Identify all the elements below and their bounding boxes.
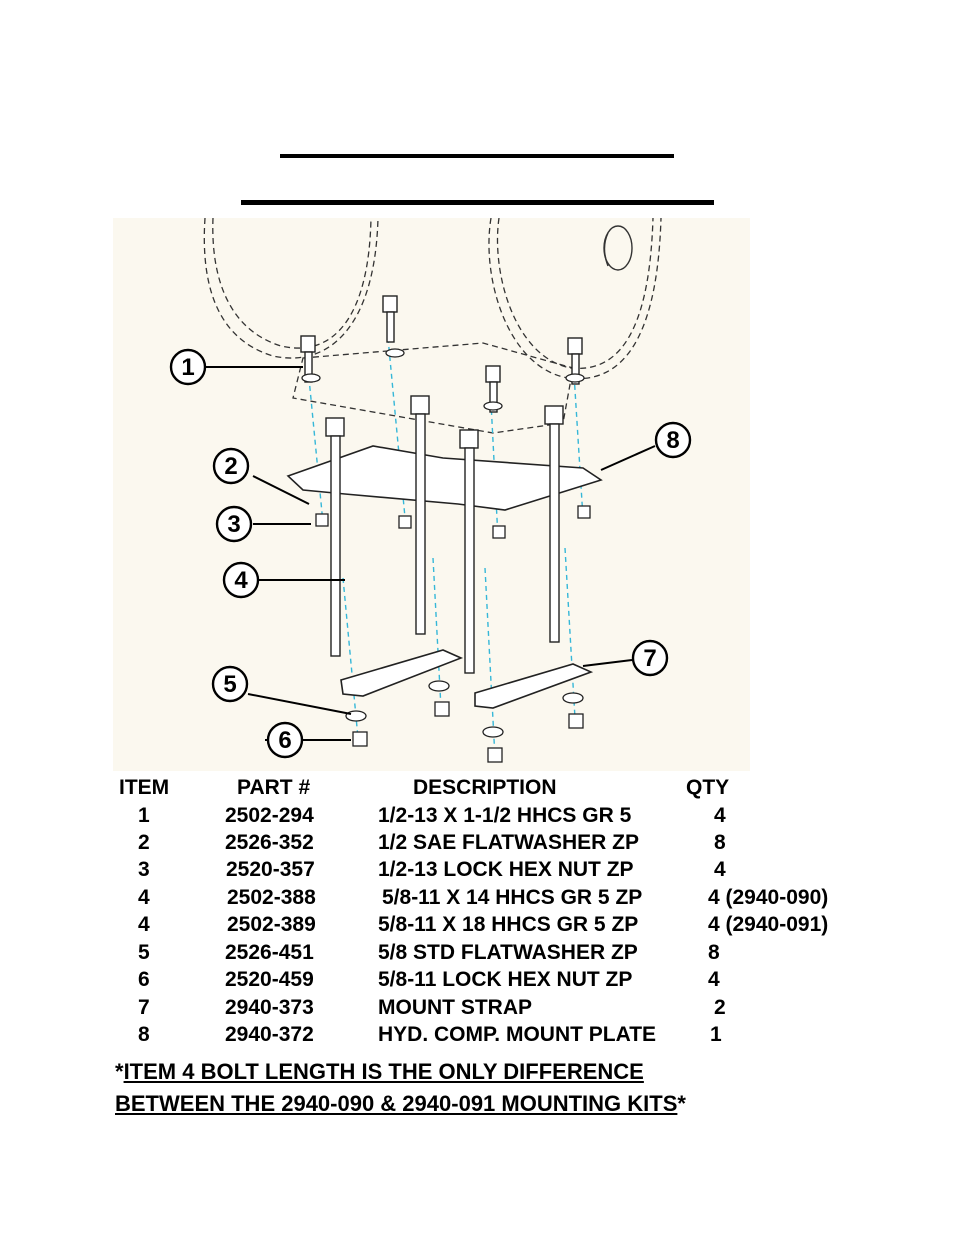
row-4-item: 4 xyxy=(138,886,150,909)
row-2-description: 1/2 SAE FLATWASHER ZP xyxy=(378,831,639,854)
row-1-qty: 4 xyxy=(714,804,726,827)
row-5-qty: 4 (2940-091) xyxy=(708,913,829,936)
row-5-item: 4 xyxy=(138,913,150,936)
valve-knob xyxy=(603,225,633,271)
title-rule-top xyxy=(280,154,674,158)
callout-8-circle xyxy=(654,421,692,459)
row-4-qty: 4 (2940-090) xyxy=(708,886,829,909)
row-9-item: 8 xyxy=(138,1023,150,1046)
row-1-part: 2502-294 xyxy=(225,804,314,827)
callout-5-circle xyxy=(211,665,249,703)
callout-2-circle xyxy=(212,447,250,485)
row-6-description: 5/8 STD FLATWASHER ZP xyxy=(378,941,638,964)
row-2-item: 2 xyxy=(138,831,150,854)
row-4-part: 2502-388 xyxy=(227,886,316,909)
row-7-item: 6 xyxy=(138,968,150,991)
footnote-suffix: * xyxy=(677,1091,686,1116)
washers-nuts xyxy=(301,348,591,763)
callout-8: 8 xyxy=(666,427,679,454)
row-8-item: 7 xyxy=(138,996,150,1019)
row-7-qty: 4 xyxy=(708,968,720,991)
row-9-description: HYD. COMP. MOUNT PLATE xyxy=(378,1023,657,1046)
row-3-description: 1/2-13 LOCK HEX NUT ZP xyxy=(378,858,634,881)
row-2-part: 2526-352 xyxy=(225,831,314,854)
row-7-description: 5/8-11 LOCK HEX NUT ZP xyxy=(378,968,633,991)
alignment-guides xyxy=(307,337,584,759)
row-7-part: 2520-459 xyxy=(225,968,314,991)
callout-7: 7 xyxy=(643,645,656,672)
mount-straps xyxy=(340,649,594,709)
callout-4: 4 xyxy=(234,567,248,594)
long-bolts xyxy=(325,395,564,674)
tank-outline xyxy=(203,218,662,434)
row-8-part: 2940-373 xyxy=(225,996,314,1019)
row-1-item: 1 xyxy=(138,804,150,827)
callout-1: 1 xyxy=(181,354,194,381)
callout-4-circle xyxy=(222,561,260,599)
row-2-qty: 8 xyxy=(714,831,726,854)
row-8-description: MOUNT STRAP xyxy=(378,996,532,1019)
leader-lines xyxy=(206,366,656,741)
callout-6-circle xyxy=(266,721,304,759)
callout-7-circle xyxy=(631,639,669,677)
title-rule-bottom xyxy=(241,200,714,205)
row-3-part: 2520-357 xyxy=(226,858,315,881)
callout-6: 6 xyxy=(278,727,291,754)
upper-bolts xyxy=(300,295,583,413)
row-9-qty: 1 xyxy=(710,1023,722,1046)
callout-5: 5 xyxy=(223,671,236,698)
row-4-description: 5/8-11 X 14 HHCS GR 5 ZP xyxy=(382,886,643,909)
row-6-part: 2526-451 xyxy=(225,941,314,964)
row-6-qty: 8 xyxy=(708,941,720,964)
row-5-description: 5/8-11 X 18 HHCS GR 5 ZP xyxy=(378,913,639,936)
header-part: PART # xyxy=(237,776,311,799)
footnote-line-2: BETWEEN THE 2940-090 & 2940-091 MOUNTING… xyxy=(115,1091,686,1117)
row-3-qty: 4 xyxy=(714,858,726,881)
header-qty: QTY xyxy=(686,776,730,799)
callout-1-circle xyxy=(169,348,207,386)
exploded-parts-diagram: 1 2 3 4 5 6 7 8 xyxy=(113,218,750,771)
callout-2: 2 xyxy=(224,453,237,480)
footnote-text-1: ITEM 4 BOLT LENGTH IS THE ONLY DIFFERENC… xyxy=(123,1059,644,1084)
header-description: DESCRIPTION xyxy=(413,776,557,799)
footnote-line-1: *ITEM 4 BOLT LENGTH IS THE ONLY DIFFEREN… xyxy=(115,1059,644,1085)
row-5-part: 2502-389 xyxy=(227,913,316,936)
row-8-qty: 2 xyxy=(714,996,726,1019)
row-3-item: 3 xyxy=(138,858,150,881)
footnote-text-2: BETWEEN THE 2940-090 & 2940-091 MOUNTING… xyxy=(115,1091,678,1116)
row-9-part: 2940-372 xyxy=(225,1023,314,1046)
callout-3-circle xyxy=(215,505,253,543)
callout-3: 3 xyxy=(227,511,240,538)
row-6-item: 5 xyxy=(138,941,150,964)
header-item: ITEM xyxy=(119,776,170,799)
footnote-prefix: * xyxy=(115,1059,124,1084)
row-1-description: 1/2-13 X 1-1/2 HHCS GR 5 xyxy=(378,804,632,827)
